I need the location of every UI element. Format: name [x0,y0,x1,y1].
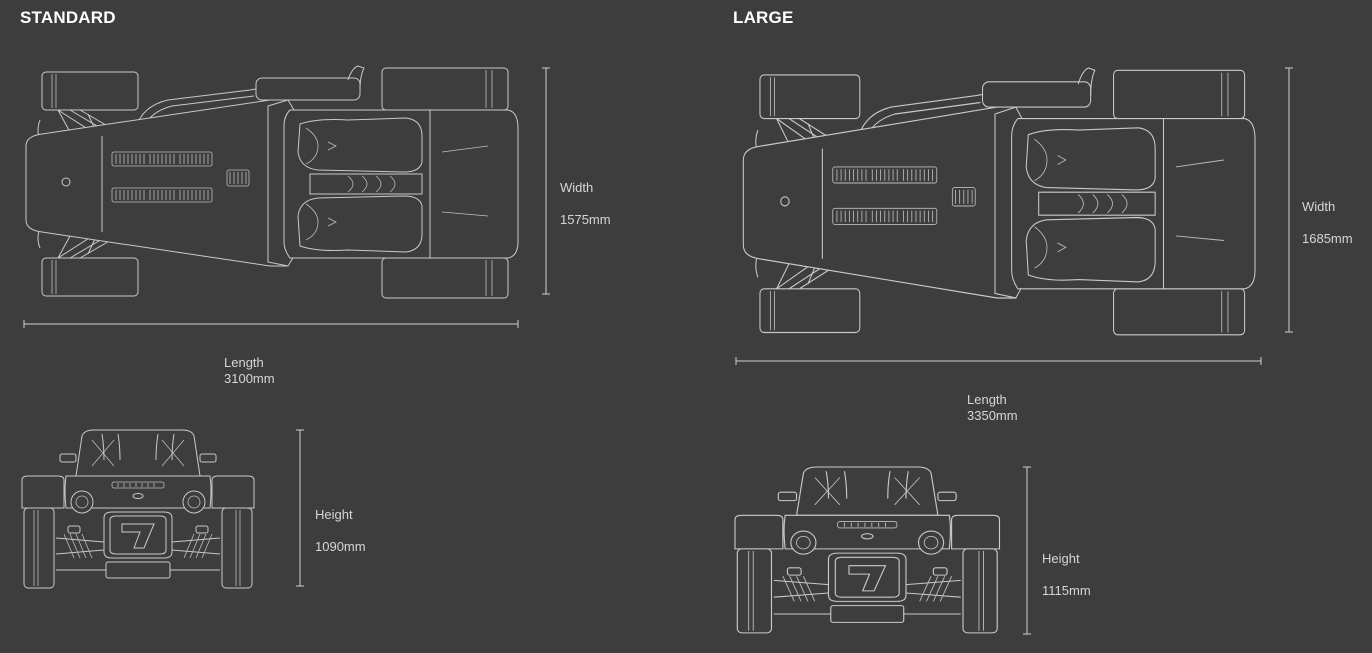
large-height-label: Height 1115mm [1042,535,1091,615]
standard-height-label: Height 1090mm [315,491,366,571]
large-length-value: 3350mm [967,408,1018,423]
standard-width-label: Width 1575mm [560,164,611,244]
standard-height-value: 1090mm [315,539,366,554]
standard-width-value: 1575mm [560,212,611,227]
standard-length-caption: Length [224,355,264,370]
large-height-caption: Height [1042,551,1080,566]
standard-front-view [21,429,255,589]
large-length-dimension [735,357,1262,365]
large-width-label: Width 1685mm [1302,183,1353,263]
standard-top-view [25,65,519,299]
standard-width-dimension [542,67,550,295]
standard-height-caption: Height [315,507,353,522]
large-length-label: Length 3350mm [967,376,1018,424]
standard-length-dimension [23,320,519,328]
large-height-dimension [1023,466,1031,635]
standard-width-caption: Width [560,180,594,195]
standard-height-dimension [296,429,304,587]
standard-length-value: 3100mm [224,371,275,386]
standard-length-label: Length 3100mm [224,339,275,387]
large-width-dimension [1285,67,1293,333]
large-height-value: 1115mm [1042,583,1091,598]
large-length-caption: Length [967,392,1007,407]
standard-heading: STANDARD [20,8,116,27]
large-width-value: 1685mm [1302,231,1353,246]
large-width-caption: Width [1302,199,1336,214]
large-top-view [742,67,1256,336]
large-heading: LARGE [733,8,794,27]
large-front-view [734,466,1001,634]
